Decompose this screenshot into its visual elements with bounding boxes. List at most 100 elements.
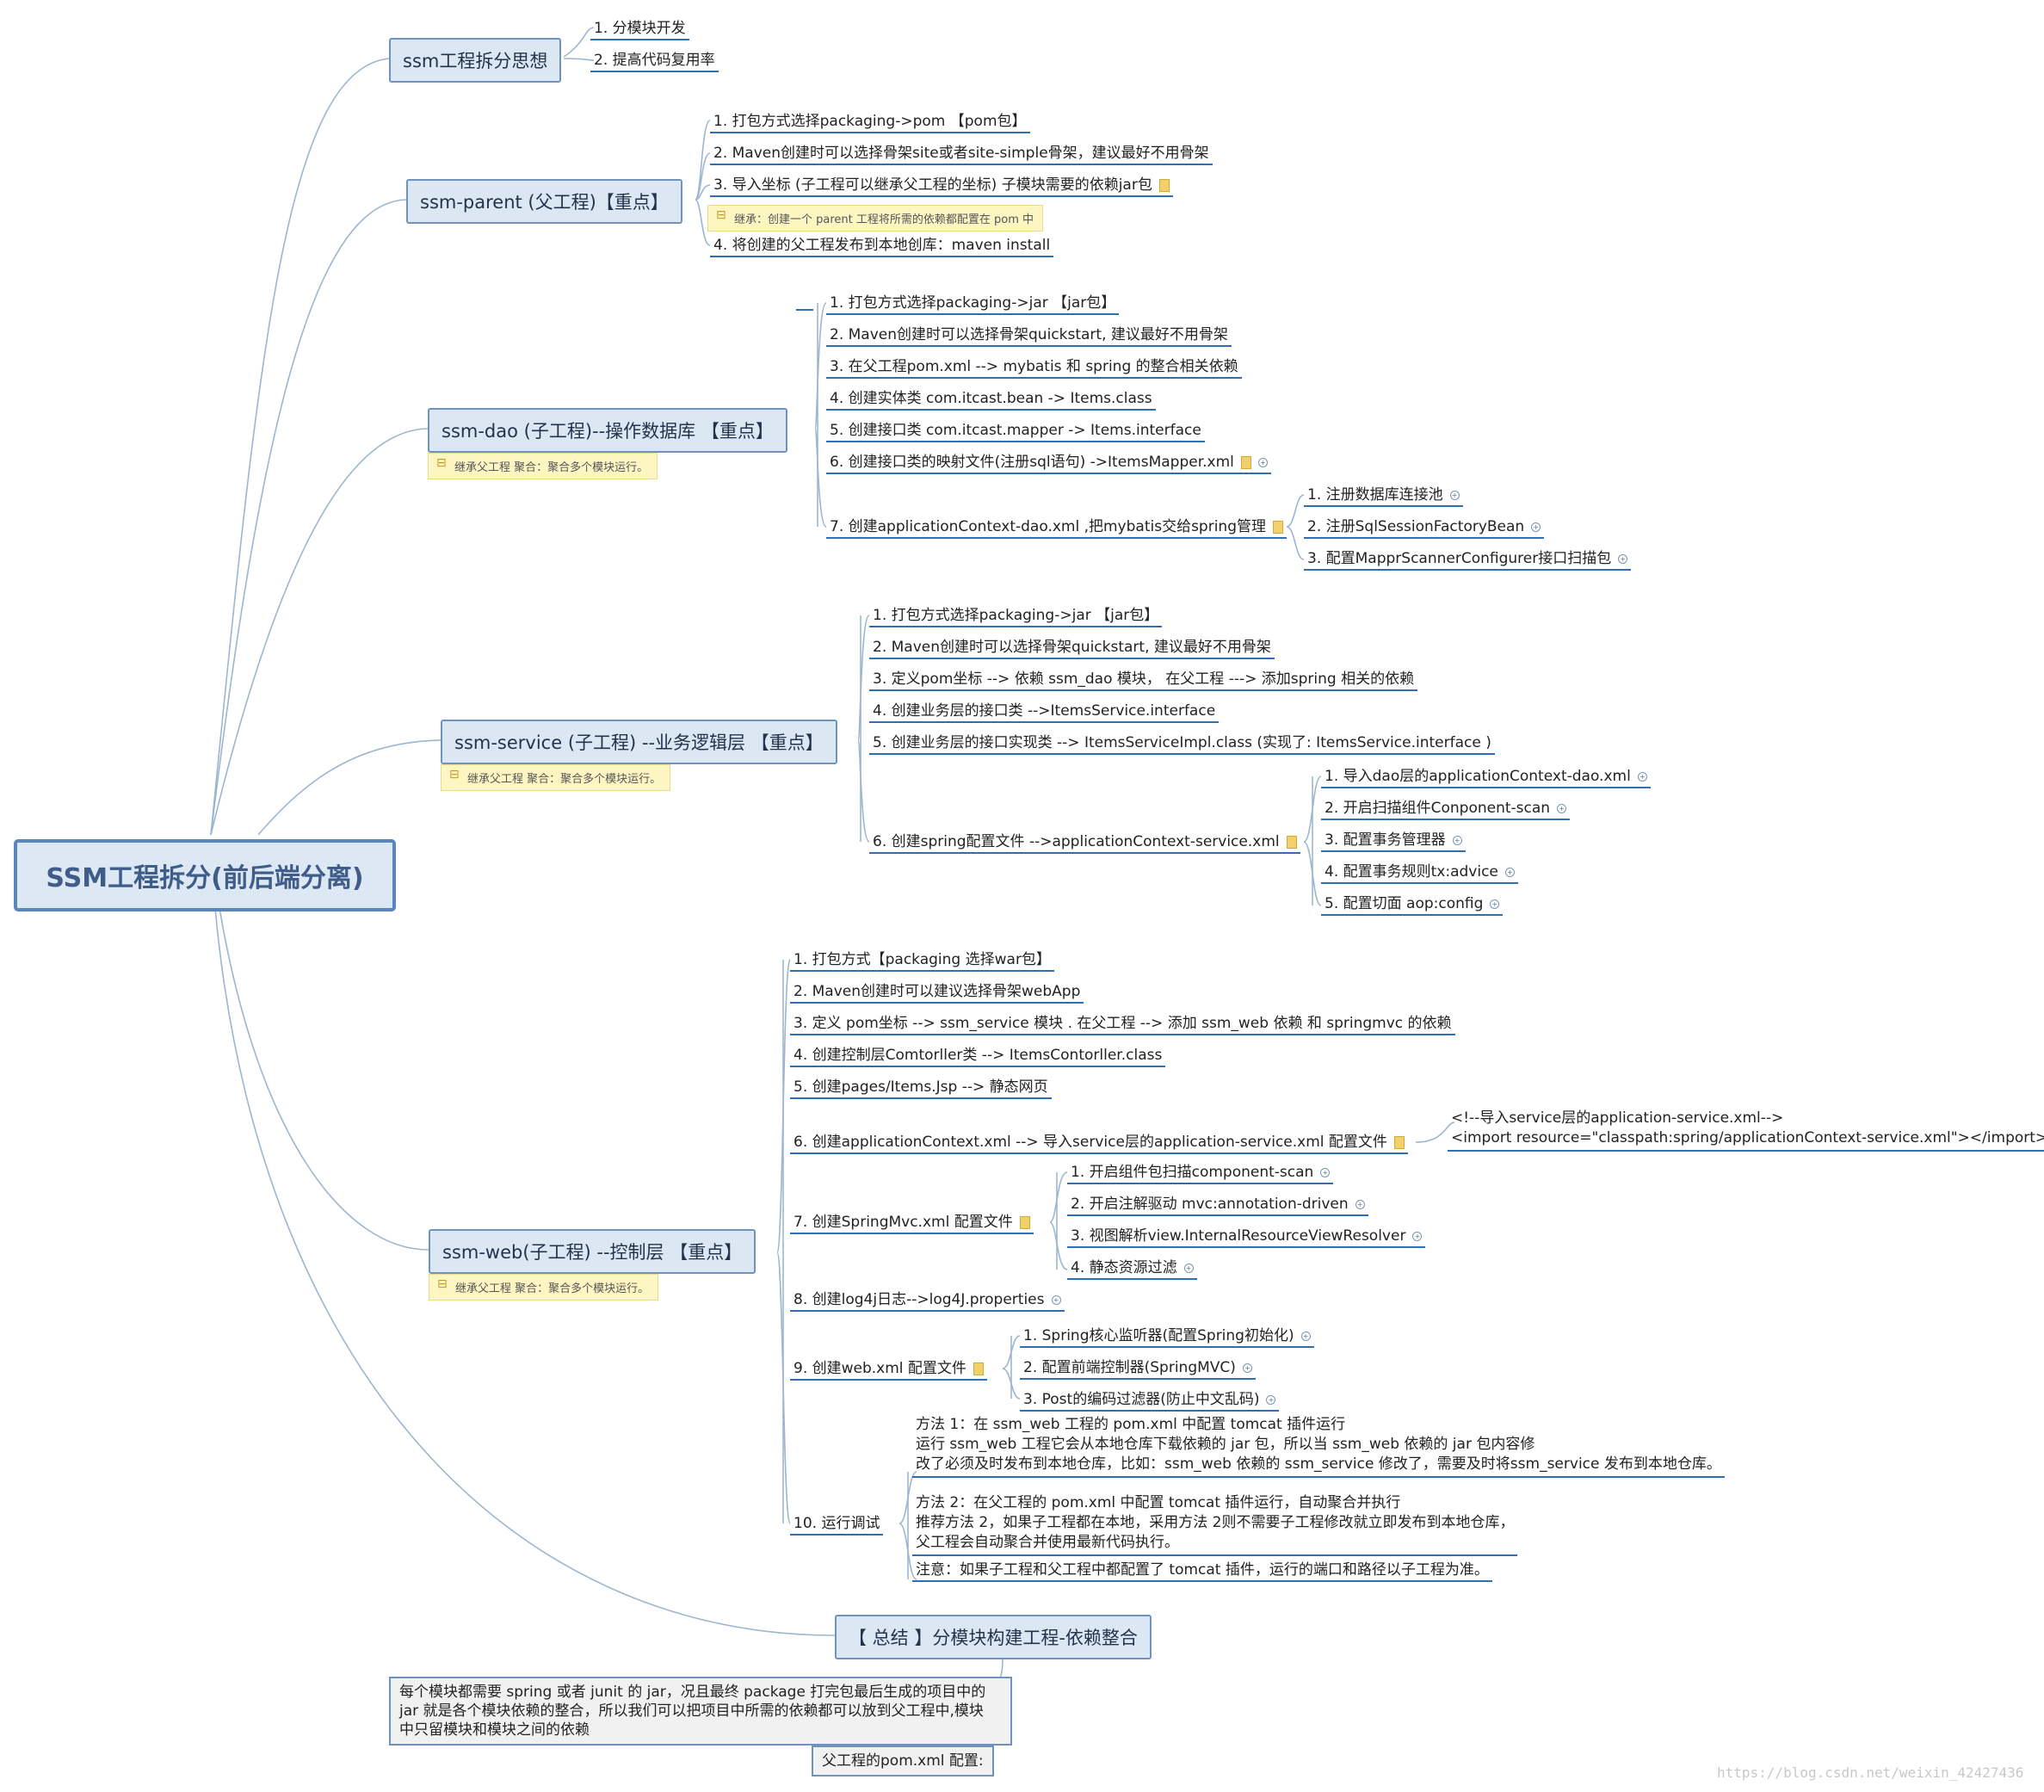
- topic-summary[interactable]: 【 总结 】分模块构建工程-依赖整合: [835, 1615, 1152, 1659]
- expand-icon[interactable]: [1266, 1394, 1276, 1405]
- dao-item-2[interactable]: 2. Maven创建时可以选择骨架quickstart, 建议最好不用骨架: [826, 325, 1232, 347]
- web-xml-2[interactable]: 2. 配置前端控制器(SpringMVC): [1020, 1358, 1256, 1380]
- dao-item-6[interactable]: 6. 创建接口类的映射文件(注册sql语句) ->ItemsMapper.xml: [826, 453, 1271, 474]
- web-item-10[interactable]: 10. 运行调试: [790, 1514, 884, 1536]
- dao-item-7[interactable]: 7. 创建applicationContext-dao.xml ,把mybati…: [826, 517, 1287, 539]
- web-mvc-3[interactable]: 3. 视图解析view.InternalResourceViewResolver: [1067, 1227, 1426, 1248]
- web-xml-3[interactable]: 3. Post的编码过滤器(防止中文乱码): [1020, 1390, 1280, 1412]
- service-sub-3-label: 3. 配置事务管理器: [1325, 831, 1446, 849]
- topic-service[interactable]: ssm-service (子工程) --业务逻辑层 【重点】: [441, 720, 837, 764]
- note-icon: [1393, 1135, 1405, 1149]
- summary-line-2: jar 就是各个模块依赖的整合，所以我们可以把项目中所需的依赖都可以放到父工程中…: [399, 1702, 984, 1720]
- expand-icon[interactable]: [1637, 771, 1647, 782]
- web-run-method-2[interactable]: 方法 2：在父工程的 pom.xml 中配置 tomcat 插件运行，自动聚合并…: [912, 1493, 1518, 1556]
- web-item-6[interactable]: 6. 创建applicationContext.xml --> 导入servic…: [790, 1133, 1408, 1154]
- service-item-6-label: 6. 创建spring配置文件 -->applicationContext-se…: [873, 833, 1280, 850]
- web-xml-1[interactable]: 1. Spring核心监听器(配置Spring初始化): [1020, 1326, 1314, 1348]
- web-run-m1-line-3: 改了必须及时发布到本地仓库，比如：ssm_web 依赖的 ssm_service…: [916, 1455, 1721, 1473]
- note-icon: [1019, 1215, 1030, 1229]
- web-ctx-line-2: <import resource="classpath:spring/appli…: [1451, 1129, 2044, 1146]
- expand-icon[interactable]: [1183, 1263, 1194, 1273]
- summary-line-1: 每个模块都需要 spring 或者 junit 的 jar，况且最终 packa…: [399, 1684, 986, 1701]
- expand-icon[interactable]: [1449, 490, 1460, 500]
- service-sub-2[interactable]: 2. 开启扫描组件Conponent-scan: [1321, 799, 1571, 820]
- dao-sub-2[interactable]: 2. 注册SqlSessionFactoryBean: [1304, 517, 1545, 539]
- expand-icon[interactable]: [1504, 867, 1515, 877]
- dao-sub-3[interactable]: 3. 配置MapprScannerConfigurer接口扫描包: [1304, 549, 1632, 571]
- topic-idea[interactable]: ssm工程拆分思想: [389, 38, 562, 83]
- expand-icon[interactable]: [1531, 522, 1541, 532]
- web-xml-2-label: 2. 配置前端控制器(SpringMVC): [1023, 1359, 1236, 1376]
- parent-note: 继承：创建一个 parent 工程将所需的依赖都配置在 pom 中: [707, 205, 1044, 232]
- web-item-8[interactable]: 8. 创建log4j日志-->log4J.properties: [790, 1290, 1065, 1312]
- web-note: 继承父工程 聚合：聚合多个模块运行。: [429, 1274, 659, 1301]
- summary-line-3: 中只留模块和模块之间的依赖: [399, 1721, 590, 1739]
- service-item-3[interactable]: 3. 定义pom坐标 --> 依赖 ssm_dao 模块， 在父工程 ---> …: [869, 670, 1418, 691]
- parent-item-3-label: 3. 导入坐标 (子工程可以继承父工程的坐标) 子模块需要的依赖jar包: [713, 176, 1152, 194]
- expand-icon[interactable]: [1490, 899, 1500, 909]
- parent-item-3[interactable]: 3. 导入坐标 (子工程可以继承父工程的坐标) 子模块需要的依赖jar包: [710, 176, 1173, 197]
- expand-icon[interactable]: [1557, 803, 1567, 813]
- web-item-5[interactable]: 5. 创建pages/Items.Jsp --> 静态网页: [790, 1078, 1052, 1099]
- topic-web[interactable]: ssm-web(子工程) --控制层 【重点】: [429, 1229, 756, 1274]
- web-run-m2-line-1: 方法 2：在父工程的 pom.xml 中配置 tomcat 插件运行，自动聚合并…: [916, 1494, 1401, 1511]
- service-item-4[interactable]: 4. 创建业务层的接口类 -->ItemsService.interface: [869, 701, 1220, 723]
- service-item-5[interactable]: 5. 创建业务层的接口实现类 --> ItemsServiceImpl.clas…: [869, 733, 1495, 755]
- dao-item-5[interactable]: 5. 创建接口类 com.itcast.mapper -> Items.inte…: [826, 421, 1205, 442]
- service-sub-2-label: 2. 开启扫描组件Conponent-scan: [1325, 800, 1551, 817]
- web-mvc-4[interactable]: 4. 静态资源过滤: [1067, 1258, 1197, 1280]
- summary-pom-config[interactable]: 父工程的pom.xml 配置:: [812, 1746, 994, 1777]
- dao-item-1[interactable]: 1. 打包方式选择packaging->jar 【jar包】: [826, 294, 1120, 315]
- topic-parent[interactable]: ssm-parent (父工程)【重点】: [406, 179, 682, 224]
- central-topic-label: SSM工程拆分(前后端分离): [46, 863, 364, 893]
- idea-item-1[interactable]: 1. 分模块开发: [590, 19, 689, 40]
- web-mvc-4-label: 4. 静态资源过滤: [1071, 1259, 1177, 1276]
- web-item-6-label: 6. 创建applicationContext.xml --> 导入servic…: [794, 1134, 1387, 1151]
- web-mvc-1[interactable]: 1. 开启组件包扫描component-scan: [1067, 1163, 1334, 1184]
- service-sub-1[interactable]: 1. 导入dao层的applicationContext-dao.xml: [1321, 767, 1651, 788]
- web-ctx-import[interactable]: <!--导入service层的application-service.xml--…: [1448, 1109, 2044, 1152]
- dao-note: 继承父工程 聚合：聚合多个模块运行。: [428, 453, 658, 479]
- dao-item-3[interactable]: 3. 在父工程pom.xml --> mybatis 和 spring 的整合相…: [826, 357, 1242, 379]
- expand-icon[interactable]: [1300, 1331, 1311, 1341]
- expand-icon[interactable]: [1320, 1167, 1331, 1177]
- expand-icon[interactable]: [1051, 1295, 1061, 1305]
- service-item-1[interactable]: 1. 打包方式选择packaging->jar 【jar包】: [869, 606, 1163, 627]
- topic-dao[interactable]: ssm-dao (子工程)--操作数据库 【重点】: [428, 408, 787, 453]
- web-mvc-3-label: 3. 视图解析view.InternalResourceViewResolver: [1071, 1227, 1406, 1245]
- web-item-7[interactable]: 7. 创建SpringMvc.xml 配置文件: [790, 1213, 1034, 1234]
- central-topic[interactable]: SSM工程拆分(前后端分离): [14, 839, 396, 911]
- summary-text[interactable]: 每个模块都需要 spring 或者 junit 的 jar，况且最终 packa…: [389, 1677, 1012, 1746]
- service-sub-5[interactable]: 5. 配置切面 aop:config: [1321, 894, 1504, 916]
- service-item-6[interactable]: 6. 创建spring配置文件 -->applicationContext-se…: [869, 832, 1300, 854]
- service-item-2[interactable]: 2. Maven创建时可以选择骨架quickstart, 建议最好不用骨架: [869, 638, 1275, 659]
- parent-item-4[interactable]: 4. 将创建的父工程发布到本地创库：maven install: [710, 236, 1054, 257]
- web-run-m2-line-2: 推荐方法 2，如果子工程都在本地，采用方法 2则不需要子工程修改就立即发布到本地…: [916, 1514, 1515, 1531]
- web-item-1[interactable]: 1. 打包方式【packaging 选择war包】: [790, 950, 1054, 972]
- web-run-note[interactable]: 注意：如果子工程和父工程中都配置了 tomcat 插件，运行的端口和路径以子工程…: [912, 1560, 1492, 1582]
- web-item-3[interactable]: 3. 定义 pom坐标 --> ssm_service 模块 . 在父工程 --…: [790, 1014, 1455, 1035]
- parent-item-2[interactable]: 2. Maven创建时可以选择骨架site或者site-simple骨架，建议最…: [710, 144, 1213, 165]
- expand-icon[interactable]: [1257, 457, 1268, 467]
- expand-icon[interactable]: [1242, 1363, 1252, 1373]
- web-item-2[interactable]: 2. Maven创建时可以建议选择骨架webApp: [790, 982, 1084, 1004]
- web-run-method-1[interactable]: 方法 1：在 ssm_web 工程的 pom.xml 中配置 tomcat 插件…: [912, 1415, 1725, 1478]
- web-item-4[interactable]: 4. 创建控制层Comtorller类 --> ItemsContorller.…: [790, 1046, 1166, 1067]
- expand-icon[interactable]: [1355, 1199, 1365, 1209]
- idea-item-2[interactable]: 2. 提高代码复用率: [590, 51, 719, 72]
- parent-item-1[interactable]: 1. 打包方式选择packaging->pom 【pom包】: [710, 112, 1030, 133]
- web-mvc-2[interactable]: 2. 开启注解驱动 mvc:annotation-driven: [1067, 1195, 1368, 1216]
- expand-icon[interactable]: [1618, 553, 1628, 564]
- web-item-7-label: 7. 创建SpringMvc.xml 配置文件: [794, 1214, 1013, 1231]
- dao-sub-3-label: 3. 配置MapprScannerConfigurer接口扫描包: [1307, 550, 1612, 567]
- dao-item-7-label: 7. 创建applicationContext-dao.xml ,把mybati…: [830, 518, 1266, 535]
- service-sub-3[interactable]: 3. 配置事务管理器: [1321, 831, 1466, 852]
- expand-icon[interactable]: [1412, 1231, 1423, 1241]
- dao-item-4[interactable]: 4. 创建实体类 com.itcast.bean -> Items.class: [826, 389, 1156, 411]
- dao-sub-1[interactable]: 1. 注册数据库连接池: [1304, 485, 1463, 507]
- dao-item-6-label: 6. 创建接口类的映射文件(注册sql语句) ->ItemsMapper.xml: [830, 454, 1234, 471]
- service-sub-4[interactable]: 4. 配置事务规则tx:advice: [1321, 862, 1518, 884]
- expand-icon[interactable]: [1452, 835, 1462, 845]
- web-item-9[interactable]: 9. 创建web.xml 配置文件: [790, 1359, 987, 1381]
